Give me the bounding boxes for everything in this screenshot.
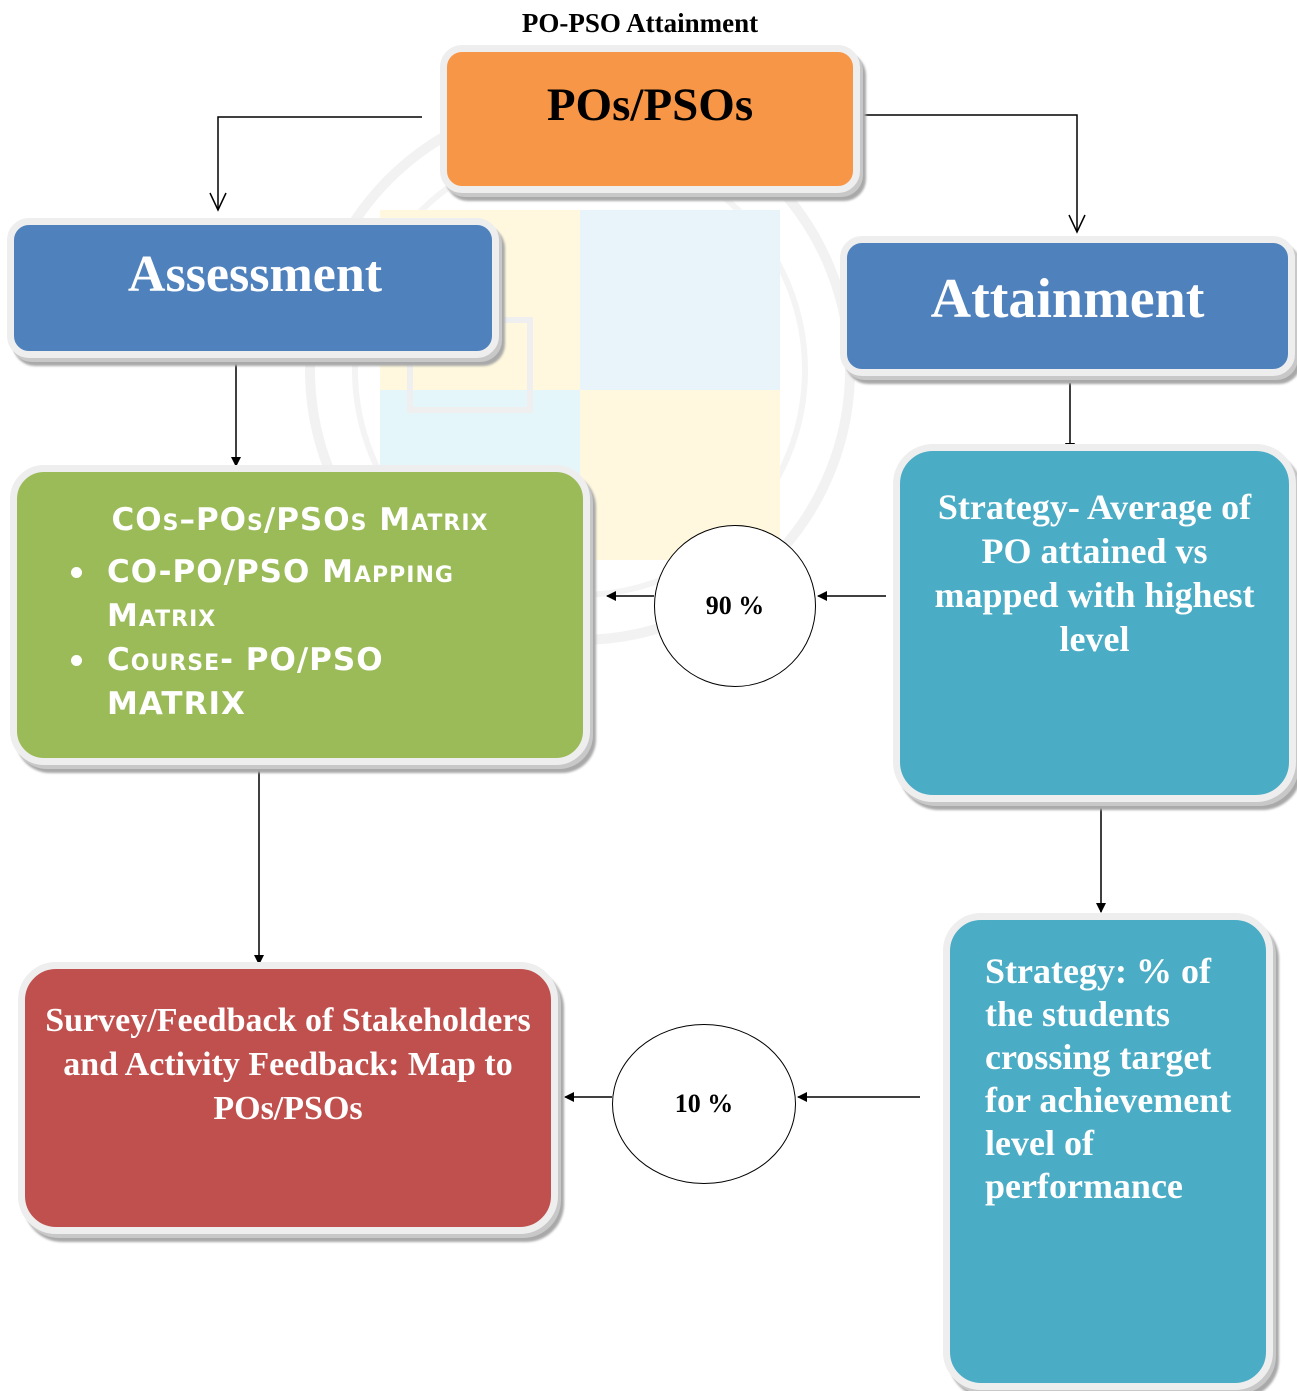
cos-pos-matrix-node: COs–POs/PSOs Matrix CO-PO/PSO Mapping Ma… <box>10 465 590 765</box>
matrix-item-text: CO-PO/PSO Mapping Matrix <box>107 554 454 634</box>
page-title: PO-PSO Attainment <box>521 8 759 38</box>
matrix-item-list: CO-PO/PSO Mapping Matrix Course- PO/PSO … <box>71 550 507 726</box>
matrix-item: Course- PO/PSO MATRIX <box>71 638 507 726</box>
strategy-percent-text: Strategy: % of the students crossing tar… <box>985 951 1232 1206</box>
bullet-icon <box>71 655 82 666</box>
weight-90-label: 90 % <box>705 591 765 620</box>
matrix-title: COs–POs/PSOs Matrix <box>111 502 489 538</box>
pos-psos-node: POs/PSOs <box>440 45 860 193</box>
arrow-root-to-attainment <box>860 114 1078 232</box>
strategy-average-text: Strategy- Average of PO attained vs mapp… <box>934 487 1255 659</box>
weight-10-label: 10 % <box>674 1089 734 1118</box>
arrow-root-to-assessment <box>217 116 422 210</box>
assessment-node: Assessment <box>7 218 499 358</box>
assessment-label: Assessment <box>127 246 383 303</box>
pos-psos-label: POs/PSOs <box>546 79 754 131</box>
strategy-percent-node: Strategy: % of the students crossing tar… <box>943 913 1273 1390</box>
strategy-average-node: Strategy- Average of PO attained vs mapp… <box>893 444 1296 802</box>
weight-10-circle: 10 % <box>612 1024 796 1184</box>
attainment-label: Attainment <box>930 268 1205 330</box>
matrix-item-text: Course- PO/PSO MATRIX <box>107 642 384 722</box>
matrix-item: CO-PO/PSO Mapping Matrix <box>71 550 507 638</box>
weight-90-circle: 90 % <box>654 525 816 687</box>
attainment-node: Attainment <box>840 236 1295 376</box>
survey-feedback-text: Survey/Feedback of Stakeholders and Acti… <box>45 1002 531 1127</box>
bullet-icon <box>71 567 82 578</box>
survey-feedback-node: Survey/Feedback of Stakeholders and Acti… <box>18 962 558 1234</box>
